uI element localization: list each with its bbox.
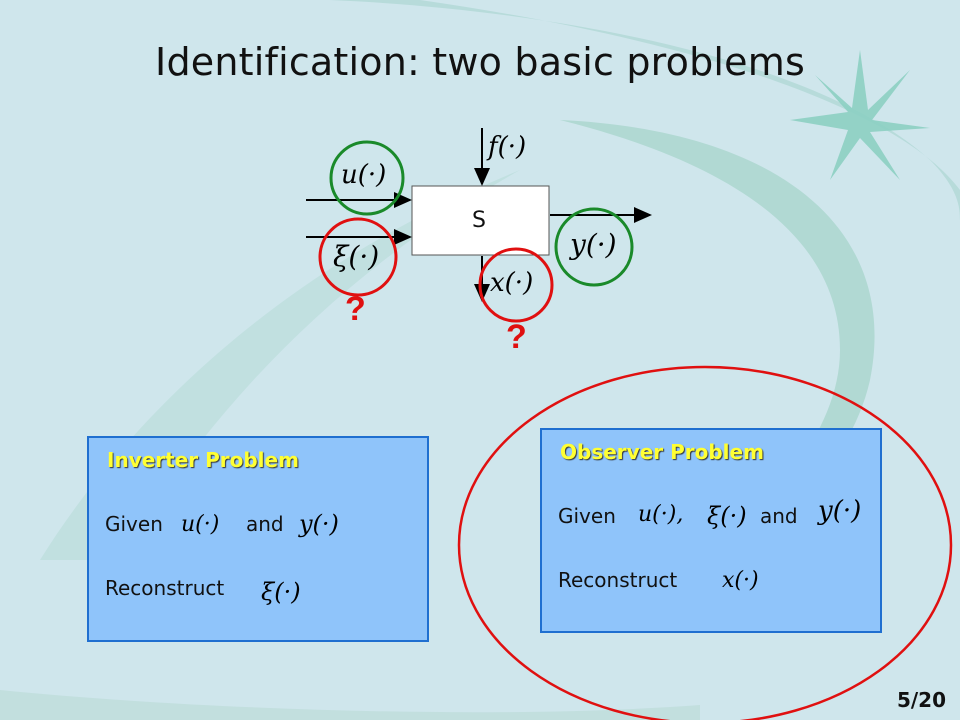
input-label-xi: ξ(·) bbox=[333, 240, 380, 273]
inverter-problem-box: Inverter Problem Given u(·) and y(·) Rec… bbox=[87, 436, 429, 642]
inverter-problem-title: Inverter Problem bbox=[107, 448, 299, 472]
inverter-and-label: and bbox=[246, 512, 284, 536]
output-label-x: x(·) bbox=[490, 268, 534, 298]
observer-problem-title: Observer Problem bbox=[560, 440, 764, 464]
known-circle-u bbox=[329, 140, 405, 216]
observer-given-u: u(·), bbox=[638, 502, 684, 527]
unknown-circle-xi bbox=[318, 217, 398, 297]
inverter-reconstruct-label: Reconstruct bbox=[105, 576, 225, 600]
observer-given-xi: ξ(·) bbox=[707, 502, 747, 530]
system-label: S bbox=[472, 208, 486, 233]
observer-reconstruct-label: Reconstruct bbox=[558, 568, 678, 592]
observer-given-label: Given bbox=[558, 504, 616, 528]
page-number: 5/20 bbox=[896, 688, 946, 712]
slide-title: Identification: two basic problems bbox=[155, 40, 805, 84]
inverter-reconstruct-xi: ξ(·) bbox=[261, 578, 301, 606]
output-label-y: y(·) bbox=[570, 228, 617, 261]
input-label-f: f(·) bbox=[488, 132, 527, 162]
observer-highlight-ellipse bbox=[457, 365, 953, 720]
input-label-u: u(·) bbox=[341, 160, 387, 190]
inverter-given-u: u(·) bbox=[181, 512, 220, 537]
system-block bbox=[411, 185, 550, 256]
observer-reconstruct-x: x(·) bbox=[722, 568, 759, 593]
inverter-given-label: Given bbox=[105, 512, 163, 536]
observer-problem-box: Observer Problem Given u(·), ξ(·) and y(… bbox=[540, 428, 882, 633]
background-swoosh-bottom bbox=[0, 690, 700, 720]
unknown-mark-x: ? bbox=[506, 318, 527, 356]
unknown-circle-x bbox=[478, 247, 554, 323]
known-circle-y bbox=[554, 207, 634, 287]
unknown-mark-xi: ? bbox=[345, 290, 366, 328]
observer-and-label: and bbox=[760, 504, 798, 528]
star-decoration bbox=[790, 50, 930, 180]
inverter-given-y: y(·) bbox=[299, 510, 339, 538]
observer-given-y: y(·) bbox=[818, 496, 862, 526]
